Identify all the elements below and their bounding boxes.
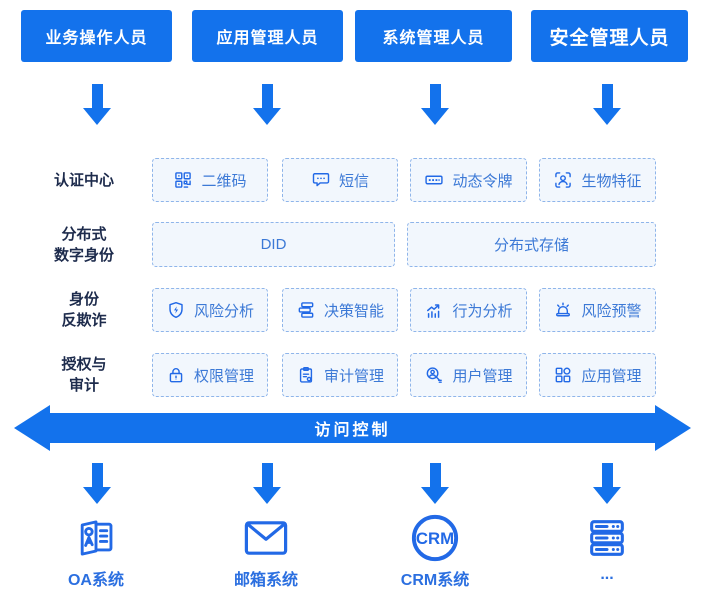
arrow-right-icon bbox=[655, 405, 691, 451]
row-label-anti-fraud: 身份反欺诈 bbox=[61, 291, 107, 329]
system-label-mail: 邮箱系统 bbox=[233, 572, 298, 589]
role-button-business-operator: 业务操作人员 bbox=[21, 10, 172, 62]
node-permission-mgmt: 权限管理 bbox=[152, 353, 268, 397]
node-risk-alert: 风险预警 bbox=[539, 288, 656, 332]
shield-lightning-icon bbox=[166, 300, 186, 320]
node-did: DID bbox=[152, 222, 395, 267]
node-label: DID bbox=[260, 236, 287, 253]
node-sms: 短信 bbox=[282, 158, 398, 202]
flow-arrow-down-icon bbox=[83, 84, 111, 125]
node-label: 二维码 bbox=[201, 172, 247, 190]
trend-chart-icon bbox=[424, 300, 444, 320]
node-token: 动态令牌 bbox=[410, 158, 527, 202]
flow-arrow-down-icon bbox=[421, 463, 449, 504]
node-label: 动态令牌 bbox=[452, 172, 513, 190]
row-label-auth-center: 认证中心 bbox=[53, 171, 114, 189]
node-label: 风险预警 bbox=[581, 302, 642, 320]
biometric-icon bbox=[553, 170, 573, 190]
node-app-mgmt: 应用管理 bbox=[539, 353, 656, 397]
node-label: 用户管理 bbox=[452, 367, 513, 385]
system-label-oa: OA系统 bbox=[67, 572, 124, 589]
system-label-more: ... bbox=[600, 566, 614, 583]
node-label: 短信 bbox=[338, 172, 369, 190]
flow-arrow-down-icon bbox=[253, 463, 281, 504]
server-stack-icon bbox=[579, 513, 635, 563]
decision-flow-icon bbox=[296, 300, 316, 320]
user-search-icon bbox=[424, 365, 444, 385]
node-biometric: 生物特征 bbox=[539, 158, 656, 202]
app-grid-icon bbox=[553, 365, 573, 385]
svg-text:CRM: CRM bbox=[416, 529, 454, 548]
arrow-left-icon bbox=[14, 405, 50, 451]
alarm-icon bbox=[553, 300, 573, 320]
role-button-app-admin: 应用管理人员 bbox=[192, 10, 343, 62]
node-decision-intelligence: 决策智能 bbox=[282, 288, 398, 332]
node-label: 应用管理 bbox=[581, 367, 642, 385]
access-control-label: 访问控制 bbox=[314, 422, 391, 439]
node-label: 决策智能 bbox=[323, 302, 384, 320]
sms-icon bbox=[311, 170, 331, 190]
node-behavior-analysis: 行为分析 bbox=[410, 288, 527, 332]
flow-arrow-down-icon bbox=[253, 84, 281, 125]
flow-arrow-down-icon bbox=[83, 463, 111, 504]
role-button-system-admin: 系统管理人员 bbox=[355, 10, 512, 62]
node-label: 权限管理 bbox=[193, 367, 254, 385]
access-control-bar: 访问控制 bbox=[14, 405, 691, 451]
node-label: 行为分析 bbox=[452, 302, 513, 320]
lock-icon bbox=[166, 365, 186, 385]
node-label: 生物特征 bbox=[581, 172, 642, 190]
flow-arrow-down-icon bbox=[593, 84, 621, 125]
node-label: 分布式存储 bbox=[493, 237, 569, 254]
system-label-crm: CRM系统 bbox=[400, 572, 470, 589]
oa-system-icon bbox=[68, 513, 124, 563]
crm-system-icon: CRM bbox=[407, 513, 463, 563]
node-risk-analysis: 风险分析 bbox=[152, 288, 268, 332]
flow-arrow-down-icon bbox=[593, 463, 621, 504]
token-icon bbox=[424, 170, 444, 190]
row-label-distributed-identity: 分布式数字身份 bbox=[53, 225, 114, 264]
mail-system-icon bbox=[238, 513, 294, 563]
flow-arrow-down-icon bbox=[421, 84, 449, 125]
row-label-authorization-audit: 授权与审计 bbox=[61, 356, 107, 394]
node-label: 风险分析 bbox=[193, 302, 254, 320]
qr-code-icon bbox=[173, 170, 193, 190]
clipboard-icon bbox=[296, 365, 316, 385]
node-distributed-storage: 分布式存储 bbox=[407, 222, 656, 267]
role-button-security-admin: 安全管理人员 bbox=[531, 10, 688, 62]
node-audit-mgmt: 审计管理 bbox=[282, 353, 398, 397]
node-user-mgmt: 用户管理 bbox=[410, 353, 527, 397]
node-qr-code: 二维码 bbox=[152, 158, 268, 202]
node-label: 审计管理 bbox=[323, 367, 384, 385]
